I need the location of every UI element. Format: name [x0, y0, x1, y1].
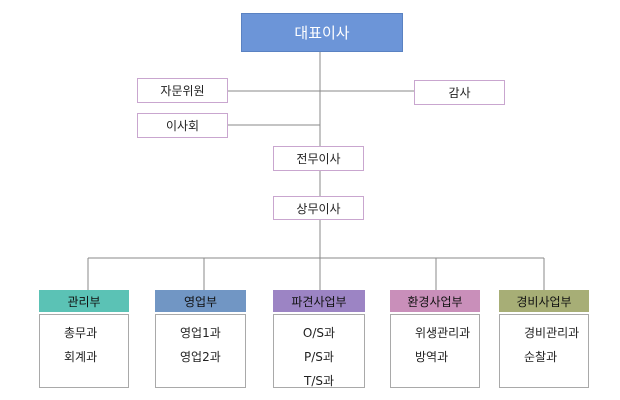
- team-list: 경비관리과 순찰과: [499, 314, 589, 388]
- department-header: 환경사업부: [390, 290, 480, 312]
- managing-director-label: 상무이사: [296, 201, 341, 216]
- team-list: 총무과 회계과: [39, 314, 129, 388]
- team-list: O/S과 P/S과 T/S과: [273, 314, 365, 388]
- team-item: P/S과: [304, 350, 334, 364]
- board-box: 이사회: [137, 113, 228, 138]
- team-list: 위생관리과 방역과: [390, 314, 480, 388]
- team-item: 총무과: [64, 326, 98, 340]
- advisory-label: 자문위원: [160, 84, 205, 98]
- team-item: 경비관리과: [524, 326, 580, 340]
- board-label: 이사회: [165, 119, 200, 133]
- department-name: 파견사업부: [291, 294, 347, 309]
- executive-director-box: 전무이사: [273, 146, 364, 171]
- team-item: 영업2과: [180, 350, 221, 364]
- department-header: 관리부: [39, 290, 129, 312]
- department-header: 파견사업부: [273, 290, 365, 312]
- audit-label: 감사: [448, 86, 471, 100]
- department-name: 영업부: [183, 294, 218, 309]
- team-item: 순찰과: [524, 350, 558, 364]
- ceo-box: 대표이사: [241, 13, 403, 52]
- team-item: O/S과: [302, 326, 336, 340]
- executive-director-label: 전무이사: [296, 152, 341, 166]
- department-name: 경비사업부: [516, 294, 572, 309]
- advisory-box: 자문위원: [137, 78, 228, 103]
- managing-director-box: 상무이사: [273, 196, 364, 220]
- audit-box: 감사: [414, 80, 505, 105]
- team-item: 위생관리과: [415, 326, 471, 340]
- team-item: 영업1과: [180, 326, 221, 340]
- ceo-label: 대표이사: [294, 24, 350, 42]
- department-header: 영업부: [155, 290, 246, 312]
- department-name: 관리부: [67, 294, 101, 309]
- team-item: 회계과: [64, 350, 98, 364]
- team-list: 영업1과 영업2과: [155, 314, 246, 388]
- department-name: 환경사업부: [407, 294, 463, 309]
- team-item: T/S과: [303, 374, 335, 388]
- team-item: 방역과: [415, 350, 449, 364]
- department-header: 경비사업부: [499, 290, 589, 312]
